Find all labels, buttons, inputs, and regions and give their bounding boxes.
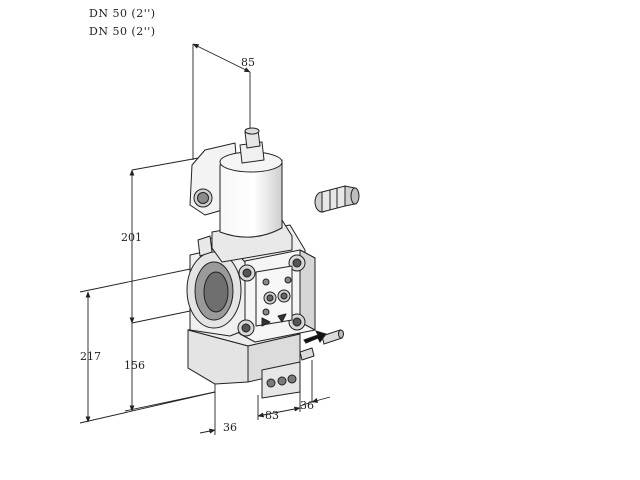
dim-height-upper: 201 bbox=[121, 231, 142, 244]
dim-top-width: 85 bbox=[241, 56, 255, 69]
title-line-2: DN 50 (2'') bbox=[89, 25, 156, 38]
title-line-1: DN 50 (2'') bbox=[89, 7, 156, 20]
valve-body bbox=[186, 127, 316, 399]
dim-height-lower: 156 bbox=[124, 359, 145, 372]
pressure-fitting bbox=[303, 329, 344, 345]
cable-gland bbox=[314, 185, 360, 213]
dim-bottom-left: 36 bbox=[223, 421, 237, 434]
dimension-lines bbox=[79, 43, 331, 435]
dim-bottom-mid: 83 bbox=[265, 409, 279, 422]
dim-height-total: 217 bbox=[80, 350, 101, 363]
dim-bottom-right: 36 bbox=[300, 399, 314, 412]
